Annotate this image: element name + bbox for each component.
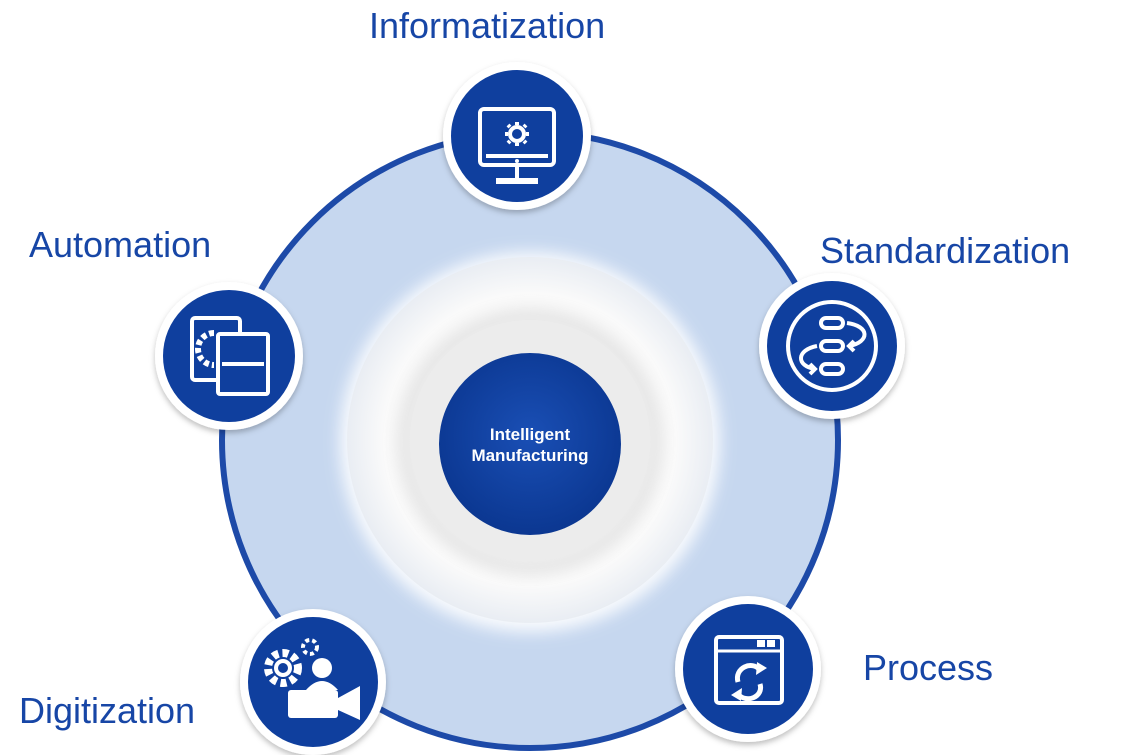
node-standardization — [759, 273, 905, 419]
node-process — [675, 596, 821, 742]
center-label-line1: Intelligent — [489, 425, 571, 444]
label-informatization: Informatization — [369, 5, 606, 46]
label-process: Process — [863, 647, 994, 688]
label-standardization: Standardization — [820, 230, 1071, 271]
node-automation — [155, 282, 303, 430]
center-label: Intelligent Manufacturing — [440, 424, 620, 466]
gears-user-camera-icon — [264, 638, 360, 720]
center-hub — [439, 353, 621, 535]
label-digitization: Digitization — [19, 690, 196, 731]
window-sync-icon — [714, 635, 784, 705]
monitor-gear-icon — [478, 107, 556, 184]
node-digitization — [240, 609, 386, 755]
process-flow-icon — [786, 300, 878, 392]
node-informatization — [443, 62, 591, 210]
label-automation: Automation — [29, 224, 212, 265]
windows-gear-icon — [190, 316, 270, 396]
center-label-line2: Manufacturing — [471, 446, 589, 465]
